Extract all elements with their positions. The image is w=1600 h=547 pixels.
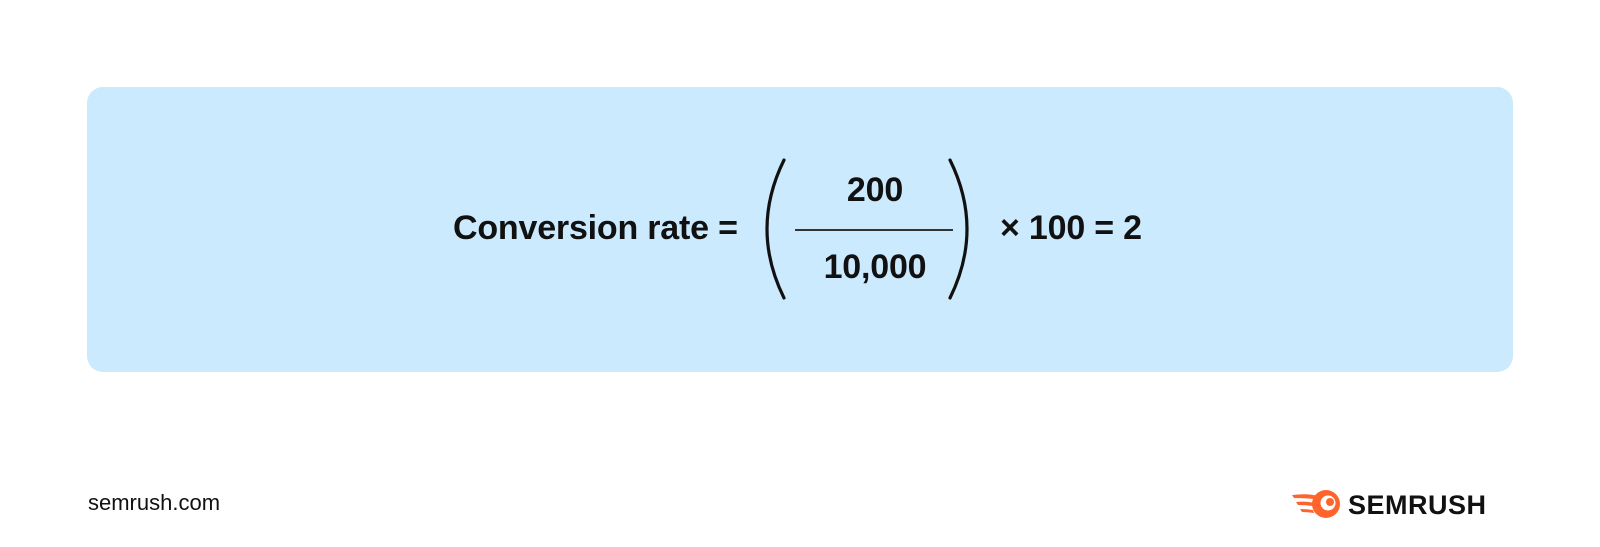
brand-name: SEMRUSH <box>1348 490 1487 520</box>
fraction-denominator: 10,000 <box>823 248 927 286</box>
formula-rhs: × 100 = 2 <box>1000 209 1142 247</box>
footer-url: semrush.com <box>88 490 221 515</box>
fraction-bar <box>795 229 953 231</box>
semrush-fireball-icon <box>1292 490 1340 518</box>
formula-lhs: Conversion rate = <box>453 209 738 247</box>
fraction-numerator: 200 <box>846 171 904 209</box>
right-parenthesis <box>948 158 969 300</box>
left-parenthesis <box>765 158 786 300</box>
brand-logo: SEMRUSH <box>1290 487 1515 523</box>
